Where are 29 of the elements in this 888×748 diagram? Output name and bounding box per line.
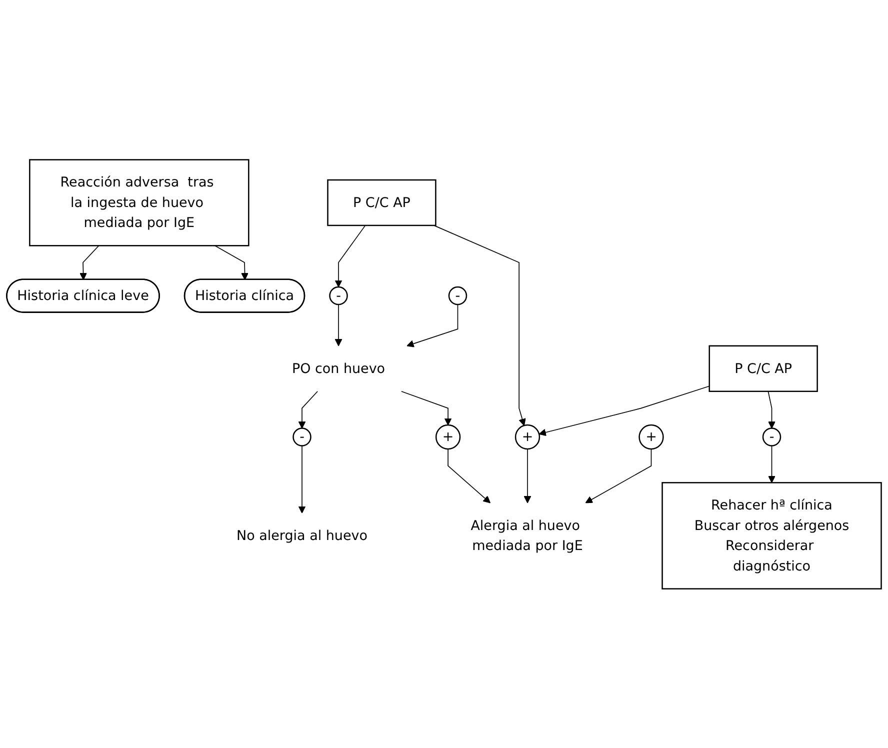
arrow <box>768 390 776 428</box>
arrow <box>448 448 490 503</box>
node-circle: - <box>292 427 312 446</box>
arrow <box>585 448 652 503</box>
node-box: P C/C AP <box>327 179 436 226</box>
node-circle: - <box>329 286 348 305</box>
node-text: No alergia al huevo <box>236 527 368 544</box>
arrow <box>524 448 532 503</box>
node-box: P C/C AP <box>708 344 818 392</box>
node-box: Reacción adversa tras la ingesta de huevo mediada por IgE <box>29 158 250 246</box>
arrow <box>334 224 366 288</box>
arrow <box>334 304 342 346</box>
node-text: PO con huevo <box>292 360 386 376</box>
node-circle: - <box>762 427 782 446</box>
arrow <box>406 304 458 348</box>
arrow <box>538 385 710 436</box>
arrow <box>298 390 318 428</box>
arrow <box>434 224 526 426</box>
arrow <box>768 445 776 483</box>
node-circle: + <box>435 424 461 450</box>
node-circle: - <box>448 286 468 305</box>
arrow <box>214 244 248 280</box>
node-text: Alergia al huevo mediada por IgE <box>470 516 583 554</box>
node-box: Rehacer hª clínica Buscar otros alérgenos Reconsiderar diagnóstico <box>662 482 882 590</box>
arrow <box>298 445 306 514</box>
node-circle: + <box>514 424 540 450</box>
arrow <box>80 244 100 280</box>
node-circle: + <box>638 424 664 450</box>
arrow <box>401 390 452 426</box>
